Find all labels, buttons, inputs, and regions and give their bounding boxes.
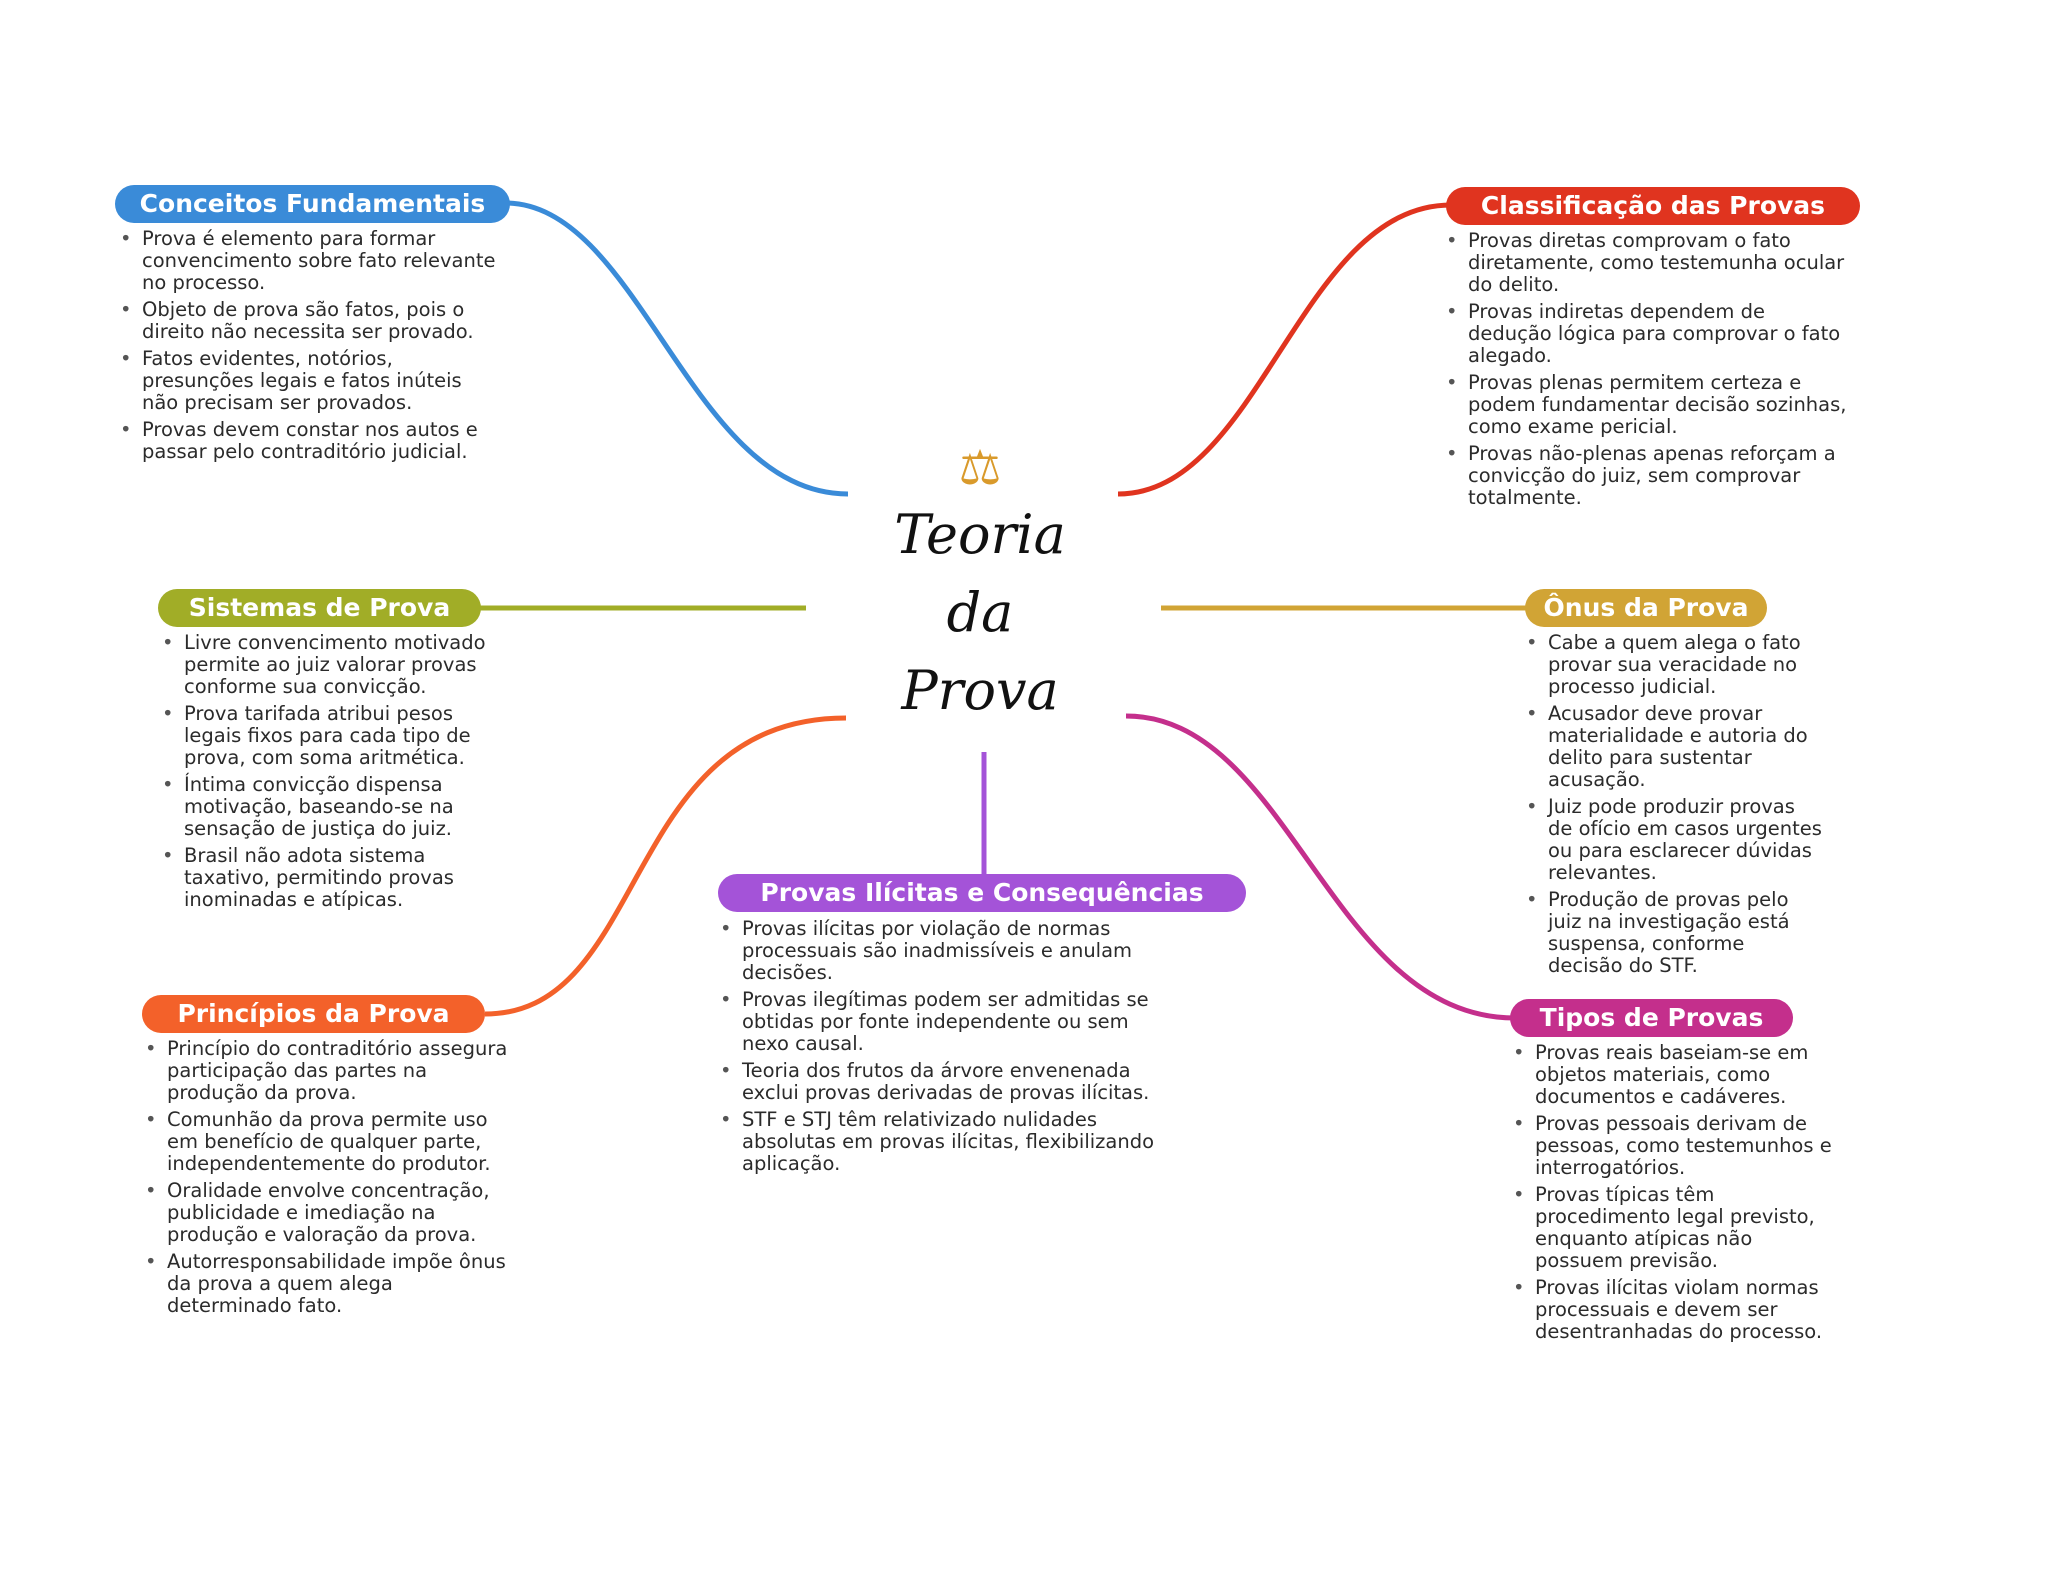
list-item: Acusador deve provar materialidade e aut… <box>1524 703 1824 791</box>
list-item: Prova é elemento para formar convencimen… <box>118 228 496 294</box>
list-item: Provas ilícitas violam normas processuai… <box>1511 1277 1836 1343</box>
list-item: Provas ilegítimas podem ser admitidas se… <box>718 989 1158 1055</box>
branch-title-tipos[interactable]: Tipos de Provas <box>1510 999 1793 1037</box>
central-topic: ⚖ Teoria da Prova <box>880 440 1080 730</box>
list-item: Juiz pode produzir provas de ofício em c… <box>1524 796 1824 884</box>
connector-principios <box>484 715 847 1017</box>
list-item: Prova tarifada atribui pesos legais fixo… <box>160 703 500 769</box>
list-item: Provas devem constar nos autos e passar … <box>118 419 496 463</box>
connector-classificacao <box>1117 202 1452 497</box>
list-item: Provas indiretas dependem de dedução lóg… <box>1444 301 1850 367</box>
list-item: Provas não-plenas apenas reforçam a conv… <box>1444 443 1850 509</box>
list-item: STF e STJ têm relativizado nulidades abs… <box>718 1109 1158 1175</box>
connector-conceitos <box>504 200 849 497</box>
list-item: Provas pessoais derivam de pessoas, como… <box>1511 1113 1836 1179</box>
list-item: Oralidade envolve concentração, publicid… <box>143 1180 518 1246</box>
branch-title-conceitos[interactable]: Conceitos Fundamentais <box>115 185 510 223</box>
list-item: Autorresponsabilidade impõe ônus da prov… <box>143 1251 518 1317</box>
list-item: Íntima convicção dispensa motivação, bas… <box>160 774 500 840</box>
branch-list-tipos: Provas reais baseiam-se em objetos mater… <box>1511 1042 1836 1348</box>
branch-title-ilicitas[interactable]: Provas Ilícitas e Consequências <box>718 874 1246 912</box>
branch-list-principios: Princípio do contraditório assegura part… <box>143 1038 518 1322</box>
branch-list-conceitos: Prova é elemento para formar convencimen… <box>118 228 496 468</box>
list-item: Fatos evidentes, notórios, presunções le… <box>118 348 496 414</box>
branch-title-sistemas[interactable]: Sistemas de Prova <box>158 589 481 627</box>
central-title-line: Teoria <box>894 503 1066 566</box>
branch-title-onus[interactable]: Ônus da Prova <box>1525 589 1767 627</box>
branch-title-classificacao[interactable]: Classificação das Provas <box>1446 187 1860 225</box>
balance-scale-icon: ⚖ <box>958 440 1002 496</box>
list-item: Princípio do contraditório assegura part… <box>143 1038 518 1104</box>
branch-list-ilicitas: Provas ilícitas por violação de normas p… <box>718 918 1158 1180</box>
branch-list-sistemas: Livre convencimento motivado permite ao … <box>160 632 500 916</box>
list-item: Provas ilícitas por violação de normas p… <box>718 918 1158 984</box>
list-item: Produção de provas pelo juiz na investig… <box>1524 889 1824 977</box>
list-item: Provas típicas têm procedimento legal pr… <box>1511 1184 1836 1272</box>
connector-tipos <box>1125 713 1516 1021</box>
central-title-line: da <box>946 581 1014 644</box>
central-title-line: Prova <box>901 659 1059 722</box>
list-item: Objeto de prova são fatos, pois o direit… <box>118 299 496 343</box>
list-item: Provas diretas comprovam o fato diretame… <box>1444 230 1850 296</box>
list-item: Brasil não adota sistema taxativo, permi… <box>160 845 500 911</box>
list-item: Provas plenas permitem certeza e podem f… <box>1444 372 1850 438</box>
central-title: Teoria da Prova <box>880 496 1080 730</box>
list-item: Cabe a quem alega o fato provar sua vera… <box>1524 632 1824 698</box>
list-item: Comunhão da prova permite uso em benefíc… <box>143 1109 518 1175</box>
list-item: Provas reais baseiam-se em objetos mater… <box>1511 1042 1836 1108</box>
branch-list-classificacao: Provas diretas comprovam o fato diretame… <box>1444 230 1850 514</box>
list-item: Livre convencimento motivado permite ao … <box>160 632 500 698</box>
branch-list-onus: Cabe a quem alega o fato provar sua vera… <box>1524 632 1824 982</box>
branch-title-principios[interactable]: Princípios da Prova <box>142 995 485 1033</box>
list-item: Teoria dos frutos da árvore envenenada e… <box>718 1060 1158 1104</box>
